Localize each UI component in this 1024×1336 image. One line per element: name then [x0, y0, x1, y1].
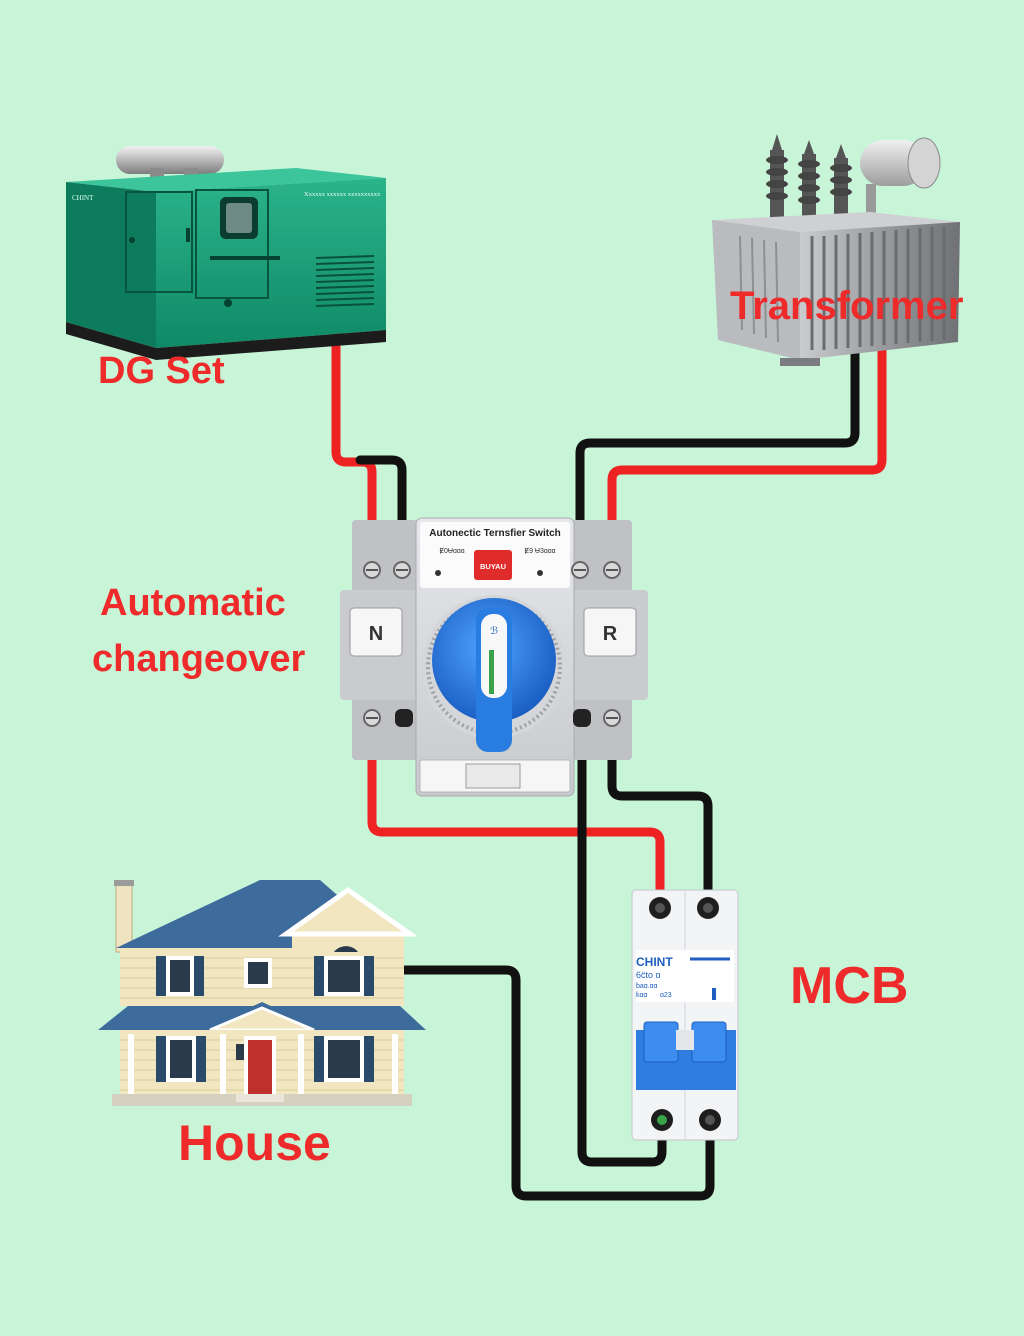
wire-ats-to-mcb-neutral	[607, 725, 713, 903]
wire-dg-neutral	[355, 455, 407, 565]
wire-ats-to-mcb-phase	[367, 730, 665, 903]
ats-bottom-terminal	[465, 763, 521, 789]
ats-handle-text: ℬ	[490, 626, 498, 637]
wire-transformer-neutral	[575, 338, 860, 565]
house-column	[298, 1034, 304, 1102]
diesel-generator-icon: CHINT Xxxxxx xxxxxx xxxxxxxxxx	[66, 146, 386, 360]
ats-indicator-right	[537, 570, 543, 576]
generator-trim	[210, 256, 280, 260]
transformer-side-fins	[739, 235, 779, 343]
power-transformer-icon	[712, 134, 960, 366]
generator-brand: CHINT	[72, 194, 94, 202]
house-upper-windows	[156, 946, 374, 996]
ats-red-button[interactable]	[474, 550, 512, 580]
generator-muffler	[116, 146, 224, 174]
wire-dg-phase	[331, 313, 377, 565]
mcb-line2: 6c̈to ɑ	[636, 970, 661, 980]
transformer-conservator-pipe	[866, 184, 876, 224]
ats-n-label: N	[369, 623, 383, 645]
mcb-toggle-left[interactable]	[643, 1021, 679, 1063]
generator-bolt	[224, 299, 232, 307]
label-transformer: Transformer	[730, 284, 964, 328]
changeover-switch-icon: N R Autonectic Ternsfier Switch Ɇ0Ʉɑɑɑ Ɇ…	[340, 517, 648, 797]
label-automatic-changeover-line1: Automatic	[100, 582, 286, 624]
transformer-lid	[712, 212, 960, 232]
ats-left-small: Ɇ0Ʉɑɑɑ	[439, 547, 464, 555]
generator-lock	[129, 237, 135, 243]
mcb-terminal-screw	[705, 1115, 715, 1125]
generator-vent-grille	[315, 255, 375, 307]
generator-door-right	[195, 189, 269, 299]
mcb-brand: CHINT	[636, 955, 673, 969]
mcb-line4b: ɑ23	[660, 992, 672, 999]
house-column	[220, 1034, 226, 1102]
house-chimney-cap	[114, 880, 134, 886]
generator-side	[66, 182, 156, 348]
mcb-terminal-screw	[703, 903, 713, 913]
generator-door-left	[125, 191, 193, 293]
wire-transformer-phase	[607, 338, 887, 567]
ats-indicator-left	[435, 570, 441, 576]
ats-n-window	[349, 607, 403, 657]
house-column	[128, 1034, 134, 1102]
generator-window-glass	[226, 203, 252, 233]
mcb-terminal-screw	[657, 1115, 667, 1125]
transformer-foot	[780, 358, 820, 366]
ats-r-window	[583, 607, 637, 657]
mcb-terminal-screw	[655, 903, 665, 913]
generator-base	[66, 322, 386, 360]
circuit-breaker-icon: CHINT 6c̈to ɑ ɓaɑ.ɑɑ ƙɑɑ ɑ23	[631, 889, 739, 1141]
transformer-bushings	[766, 134, 852, 220]
house-icon	[98, 880, 426, 1106]
transformer-conservator-cap	[907, 137, 941, 189]
house-column	[392, 1034, 398, 1102]
house-lower-windows	[156, 1036, 374, 1082]
generator-handle	[186, 228, 190, 242]
mcb-marker	[712, 988, 716, 1000]
ats-handle-stripe	[489, 650, 494, 694]
wires	[331, 313, 887, 1201]
mcb-line4: ƙɑɑ	[636, 992, 647, 999]
house-gable-trim	[278, 886, 418, 937]
transformer-radiator-fins	[810, 226, 946, 350]
ats-r-label: R	[603, 623, 618, 645]
house-door	[248, 1040, 272, 1094]
label-dg-set: DG Set	[98, 350, 225, 392]
generator-plate: Xxxxxx xxxxxx xxxxxxxxxx	[304, 191, 381, 198]
mcb-line3: ɓaɑ.ɑɑ	[636, 983, 658, 990]
house-chimney	[115, 881, 133, 953]
mcb-toggle-right[interactable]	[691, 1021, 727, 1063]
house-step	[236, 1094, 284, 1102]
mcb-tie-bar	[676, 1030, 694, 1050]
wire-house-feed	[387, 965, 715, 1201]
ats-terminals	[363, 561, 621, 727]
wire-mcb-return	[577, 715, 667, 1167]
generator-top	[66, 168, 386, 192]
ats-right-small: Ɇ9 Ʉ3ɑɑɑ	[524, 547, 555, 555]
label-house: House	[178, 1115, 331, 1171]
ats-red-button-label: BUYAU	[480, 562, 506, 571]
label-automatic-changeover-line2: changeover	[92, 638, 306, 680]
ats-title: Autonectic Ternsfier Switch	[429, 528, 561, 539]
label-mcb: MCB	[790, 957, 909, 1015]
